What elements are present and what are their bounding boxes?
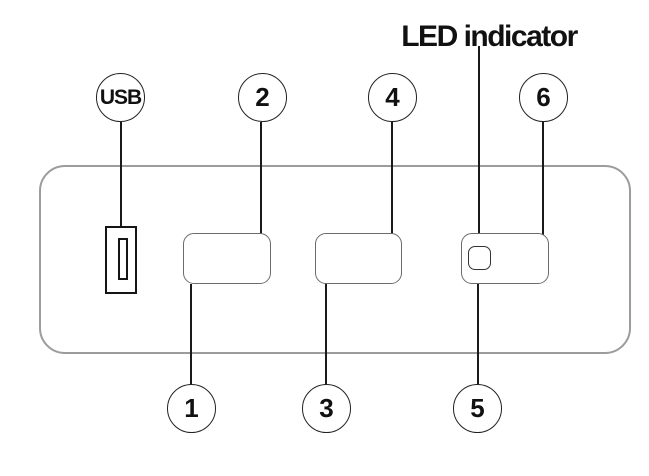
leader-line-usb (120, 122, 122, 228)
leader-line-3 (325, 283, 327, 386)
leader-line-2 (260, 122, 262, 235)
button-2 (315, 233, 402, 284)
usb-port (105, 226, 137, 294)
button-3 (461, 233, 549, 284)
device-body-outline (39, 165, 631, 354)
callout-circle-6: 6 (519, 73, 568, 122)
callout-circle-usb: USB (96, 73, 145, 122)
usb-port-tongue (118, 238, 128, 280)
callout-circle-1: 1 (167, 384, 216, 433)
leader-line-5 (477, 284, 479, 386)
button-1 (183, 233, 271, 284)
callout-circle-4: 4 (368, 73, 417, 122)
leader-line-4 (391, 122, 393, 236)
callout-circle-3: 3 (302, 384, 351, 433)
callout-circle-5: 5 (453, 384, 502, 433)
leader-line-6 (542, 122, 544, 235)
leader-line-led-indicator (478, 46, 480, 235)
led-indicator-dot (468, 246, 491, 270)
leader-line-1 (190, 284, 192, 386)
callout-circle-2: 2 (238, 73, 287, 122)
led-indicator-label: LED indicator (401, 20, 578, 53)
